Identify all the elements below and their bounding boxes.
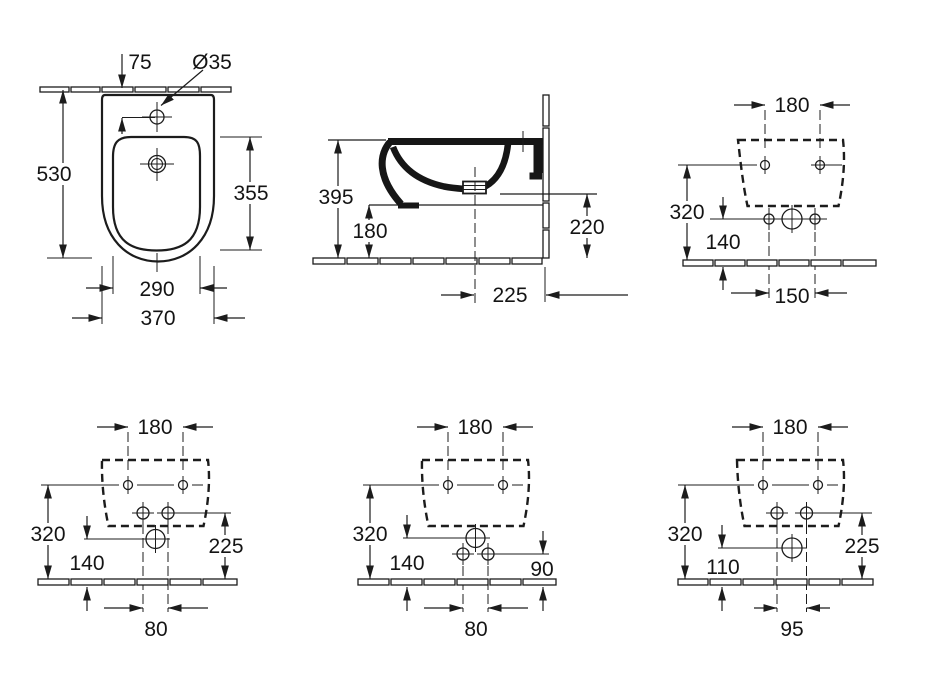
dim-fixing-height: 320 bbox=[665, 485, 705, 579]
fixing-holes bbox=[363, 432, 523, 494]
dim-label-320: 320 bbox=[352, 523, 387, 546]
dim-label-80: 80 bbox=[144, 618, 167, 641]
drain-hole bbox=[403, 524, 490, 552]
floor-section bbox=[677, 578, 874, 586]
dim-supply-spacing: 95 bbox=[754, 524, 830, 641]
outlet-holes bbox=[710, 205, 827, 233]
dim-label-225: 225 bbox=[844, 535, 879, 558]
dim-label-225-side: 225 bbox=[492, 284, 527, 307]
dim-label-320: 320 bbox=[667, 523, 702, 546]
dim-drain-height: 140 bbox=[69, 516, 105, 611]
dim-label-140: 140 bbox=[69, 552, 104, 575]
dim-label-110: 110 bbox=[706, 556, 739, 579]
dim-label-180: 180 bbox=[137, 416, 172, 439]
dim-supply-spacing: 80 bbox=[104, 524, 208, 641]
bidet-rear-outline bbox=[420, 458, 531, 528]
supply-holes bbox=[132, 502, 231, 524]
dim-drain-height: 140 bbox=[705, 197, 741, 290]
dim-label-80: 80 bbox=[464, 618, 487, 641]
dim-rim-height: 395 bbox=[316, 140, 357, 258]
fixing-holes bbox=[678, 432, 838, 494]
dim-supply-spacing: 80 bbox=[424, 566, 528, 641]
dim-label-150: 150 bbox=[774, 285, 809, 308]
dim-depth: 530 bbox=[34, 90, 92, 259]
dim-supply-height: 90 bbox=[530, 531, 554, 611]
dim-fixing-spacing: 180 bbox=[732, 416, 848, 439]
dim-outlet-spacing: 150 bbox=[731, 232, 847, 308]
supply-holes bbox=[452, 543, 549, 565]
dim-label-370: 370 bbox=[140, 307, 175, 330]
fixing-holes bbox=[41, 432, 203, 494]
dim-label-225: 225 bbox=[208, 535, 243, 558]
dim-label-180: 180 bbox=[772, 416, 807, 439]
floor-section bbox=[312, 257, 543, 265]
dim-tap-hole-dia: Ø35 bbox=[160, 51, 232, 106]
rear-view-outlet-150: 180 320 140 150 bbox=[667, 94, 877, 308]
dim-label-180: 180 bbox=[774, 94, 809, 117]
side-view: 395 180 220 225 bbox=[312, 94, 628, 307]
rear-view-supply-225-95: 180 320 110 225 95 bbox=[665, 416, 883, 641]
dim-label-dia35: Ø35 bbox=[192, 51, 232, 74]
rear-view-supply-90-80: 180 320 140 90 80 bbox=[350, 416, 557, 641]
bidet-outer-outline bbox=[100, 93, 216, 263]
dim-supply-height: 225 bbox=[842, 513, 883, 579]
dim-label-90: 90 bbox=[530, 558, 553, 581]
wall-section bbox=[39, 86, 232, 93]
floor-section bbox=[357, 578, 557, 586]
dim-bowl-width: 290 bbox=[86, 256, 227, 301]
dim-label-395: 395 bbox=[318, 186, 353, 209]
fixing-holes bbox=[678, 110, 842, 174]
dim-label-290: 290 bbox=[139, 278, 174, 301]
drain-hole bbox=[84, 525, 170, 553]
dim-label-180-side: 180 bbox=[352, 220, 387, 243]
bidet-rear-outline bbox=[736, 138, 846, 208]
dim-bowl-depth: 355 bbox=[220, 136, 271, 251]
dim-outlet-height: 220 bbox=[567, 194, 608, 258]
dim-drain-height: 110 bbox=[706, 525, 740, 611]
dim-label-75: 75 bbox=[128, 51, 151, 74]
wall-section bbox=[542, 94, 550, 259]
dim-drain-height: 140 bbox=[389, 515, 425, 611]
dim-label-140: 140 bbox=[389, 552, 424, 575]
plan-view: 75 Ø35 530 355 290 bbox=[34, 51, 271, 330]
dim-fixing-height: 320 bbox=[350, 485, 390, 579]
dim-fixing-height: 320 bbox=[28, 485, 68, 579]
dim-label-140: 140 bbox=[705, 231, 740, 254]
dim-label-355: 355 bbox=[233, 182, 268, 205]
drain-hole bbox=[140, 148, 174, 181]
dim-label-530: 530 bbox=[36, 163, 71, 186]
bidet-rear-outline bbox=[735, 458, 846, 528]
dim-label-320: 320 bbox=[30, 523, 65, 546]
dim-fixing-spacing: 180 bbox=[417, 416, 533, 439]
floor-section bbox=[37, 578, 238, 586]
dim-fixing-spacing: 180 bbox=[734, 94, 850, 117]
drain-outlet bbox=[462, 167, 487, 303]
rear-view-supply-225-80: 180 320 140 225 80 bbox=[28, 416, 246, 641]
dim-drain-to-wall: 225 bbox=[441, 284, 628, 307]
dim-label-220: 220 bbox=[569, 216, 604, 239]
bidet-bowl-outline bbox=[111, 135, 202, 252]
drain-hole bbox=[718, 534, 807, 562]
dim-label-320: 320 bbox=[669, 201, 704, 224]
bidet-rear-outline bbox=[100, 458, 211, 528]
dim-fixing-height: 320 bbox=[667, 165, 707, 260]
dim-supply-height: 225 bbox=[206, 513, 246, 579]
supply-holes bbox=[766, 502, 872, 524]
dim-label-95: 95 bbox=[780, 618, 803, 641]
dim-underside-height: 180 bbox=[350, 205, 390, 258]
dim-fixing-spacing: 180 bbox=[97, 416, 213, 439]
floor-section bbox=[682, 259, 877, 267]
dim-width: 370 bbox=[72, 266, 245, 330]
dim-wall-offset: 75 bbox=[118, 51, 155, 134]
dim-label-180: 180 bbox=[457, 416, 492, 439]
